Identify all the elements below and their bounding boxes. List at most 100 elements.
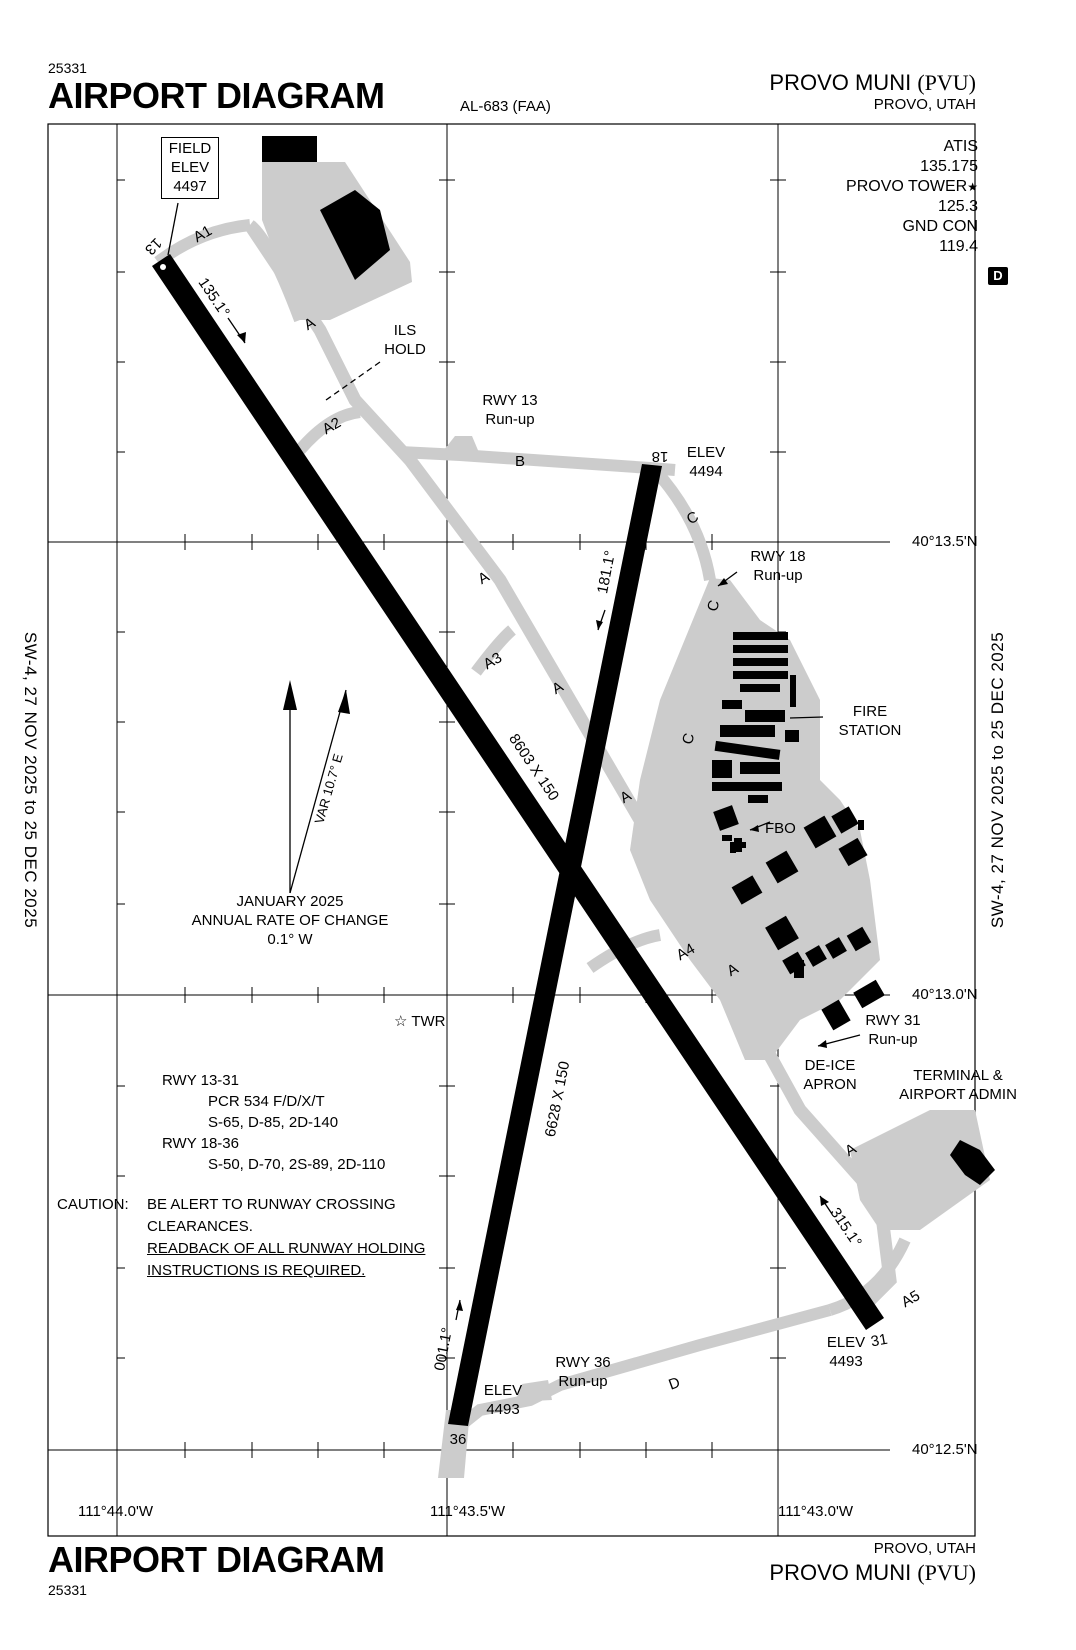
true-north-arrowhead bbox=[283, 680, 297, 710]
fire-station-line2: STATION bbox=[838, 721, 902, 739]
ils-hold-line1: ILS bbox=[393, 322, 417, 339]
footer-airport-id: (PVU) bbox=[917, 1560, 976, 1585]
taxiway-c-north bbox=[650, 465, 716, 582]
pcr-rwy-18-36-weights: S-50, D-70, 2S-89, 2D-110 bbox=[208, 1156, 386, 1173]
latitude-middle: 40°13.0'N bbox=[912, 986, 978, 1003]
longitude-west: 111°44.0'W bbox=[78, 1503, 154, 1520]
ils-hold-label: ILS HOLD bbox=[360, 322, 450, 360]
terminal-apron bbox=[850, 1110, 990, 1230]
rwy18-runup-arrowhead bbox=[718, 578, 728, 586]
taxiway-a3-label: A3 bbox=[481, 649, 505, 673]
taxiway-a5-label: A5 bbox=[899, 1287, 923, 1311]
taxiway-d-label: D bbox=[666, 1374, 682, 1394]
taxiway-a-north bbox=[244, 221, 897, 1315]
chart-title: AIRPORT DIAGRAM bbox=[48, 75, 385, 116]
terminal-building bbox=[950, 1140, 995, 1185]
latitude-south: 40°12.5'N bbox=[912, 1441, 978, 1458]
hdg-181-label: 181.1° bbox=[594, 549, 619, 595]
terminal-line1: TERMINAL & bbox=[913, 1067, 1003, 1084]
taxiway-a1-label: A1 bbox=[191, 222, 215, 246]
field-elev-leader bbox=[167, 202, 179, 256]
rwy36-runup-line1: RWY 36 bbox=[555, 1354, 611, 1371]
magnetic-variation-note: JANUARY 2025 ANNUAL RATE OF CHANGE 0.1° … bbox=[180, 893, 400, 949]
pcr-block: RWY 13-31 PCR 534 F/D/X/T S-65, D-85, 2D… bbox=[162, 1070, 385, 1175]
tower-marker: ☆ TWR bbox=[394, 1012, 446, 1030]
field-elev-marker bbox=[160, 264, 166, 270]
annotations-lines bbox=[167, 202, 861, 1321]
fire-station-line1: FIRE bbox=[852, 703, 888, 720]
footer-city: PROVO, UTAH bbox=[873, 1540, 976, 1557]
rwy18-runup-label: RWY 18 Run-up bbox=[733, 548, 823, 586]
runway-18-36-dims: 6628 X 150 bbox=[542, 1060, 573, 1139]
taxiway-a2-label: A2 bbox=[320, 414, 344, 438]
caution-line3: READBACK OF ALL RUNWAY HOLDING bbox=[147, 1240, 426, 1257]
fbo-symbol bbox=[730, 838, 746, 852]
tower-star-icon: ★ bbox=[967, 180, 978, 194]
caution-line1: BE ALERT TO RUNWAY CROSSING bbox=[147, 1196, 396, 1213]
mag-line3: 0.1° W bbox=[267, 930, 313, 948]
pcr-rwy-13-31-weights: S-65, D-85, 2D-140 bbox=[208, 1114, 339, 1131]
pcr-rwy-13-31-value: PCR 534 F/D/X/T bbox=[208, 1093, 325, 1110]
runway-18-label: 18 bbox=[652, 448, 669, 465]
footer-airport-name-text: PROVO MUNI bbox=[769, 1560, 912, 1585]
airport-name: PROVO MUNI (PVU) bbox=[769, 70, 976, 96]
airspace-class-d-badge: D bbox=[988, 267, 1008, 285]
tower-line: PROVO TOWER★ bbox=[846, 177, 978, 197]
runway-13-31 bbox=[152, 254, 884, 1330]
variation-label: VAR 10.7° E bbox=[312, 752, 346, 826]
rwy18-runup-line1: RWY 18 bbox=[750, 548, 806, 565]
rwy36-elev-value: 4493 bbox=[486, 1400, 520, 1418]
tower-label: PROVO TOWER bbox=[846, 178, 968, 195]
tower-label: TWR bbox=[411, 1013, 446, 1030]
rwy13-runup-line1: RWY 13 bbox=[482, 392, 538, 409]
rwy36-runup-line2: Run-up bbox=[558, 1372, 608, 1390]
ground-label: GND CON bbox=[902, 218, 978, 235]
rwy31-elev-label: ELEV bbox=[826, 1334, 866, 1351]
rwy36-elev-label: ELEV bbox=[483, 1382, 523, 1399]
fire-station-label: FIRE STATION bbox=[825, 703, 915, 741]
taxiway-a1 bbox=[154, 219, 251, 267]
terminal-line2: AIRPORT ADMIN bbox=[899, 1085, 1017, 1103]
taxiway-c-label-2: C bbox=[704, 598, 723, 613]
pcr-rwy-13-31: RWY 13-31 bbox=[162, 1072, 239, 1089]
caution-prefix: CAUTION: bbox=[57, 1196, 129, 1213]
field-elev-line2: ELEV bbox=[170, 158, 210, 176]
rwy36-runup-label: RWY 36 Run-up bbox=[538, 1354, 628, 1392]
footer-airport-name: PROVO MUNI (PVU) bbox=[769, 1560, 976, 1586]
east-apron bbox=[630, 578, 880, 1060]
magnetic-north-arrowhead bbox=[338, 690, 350, 714]
rwy36-runup-pad bbox=[515, 1380, 552, 1402]
atis-frequency: 135.175 bbox=[920, 158, 978, 175]
taxiway-a4-label: A4 bbox=[674, 940, 698, 964]
field-elev-line1: FIELD bbox=[168, 140, 212, 157]
rwy31-runup-line1: RWY 31 bbox=[865, 1012, 921, 1029]
buildings bbox=[262, 136, 995, 1185]
field-elev-value: 4497 bbox=[173, 177, 207, 195]
footer-title: AIRPORT DIAGRAM bbox=[48, 1539, 385, 1580]
rwy31-runup-label: RWY 31 Run-up bbox=[848, 1012, 938, 1050]
caution-line4: INSTRUCTIONS IS REQUIRED. bbox=[147, 1262, 366, 1279]
mag-line2: ANNUAL RATE OF CHANGE bbox=[191, 911, 389, 929]
airport-name-text: PROVO MUNI bbox=[769, 70, 912, 95]
rwy31-runup-line2: Run-up bbox=[868, 1030, 918, 1048]
chart-number: AL-683 (FAA) bbox=[460, 98, 551, 115]
taxiway-c-label-3: C bbox=[679, 731, 698, 746]
footer-code: 25331 bbox=[48, 1582, 87, 1598]
rwy31-runup-arrowhead bbox=[818, 1040, 827, 1048]
magnetic-north-line bbox=[289, 689, 347, 894]
longitude-middle: 111°43.5'W bbox=[430, 1503, 506, 1520]
caution-body: BE ALERT TO RUNWAY CROSSING CLEARANCES. … bbox=[147, 1194, 425, 1282]
fbo-arrowhead bbox=[750, 825, 759, 832]
deice-apron-label: DE-ICE APRON bbox=[790, 1057, 870, 1095]
taxiway-a2 bbox=[295, 406, 361, 454]
deice-line1: DE-ICE bbox=[804, 1057, 856, 1074]
ground-frequency: 119.4 bbox=[939, 238, 978, 255]
caution-line2: CLEARANCES. bbox=[147, 1218, 253, 1235]
ils-hold-line bbox=[325, 361, 381, 401]
hdg-001-label: 001.1° bbox=[431, 1326, 456, 1372]
runway-36-label: 36 bbox=[450, 1431, 467, 1448]
chart-code: 25331 bbox=[48, 60, 87, 76]
pcr-rwy-18-36: RWY 18-36 bbox=[162, 1135, 239, 1152]
tower-star-icon: ☆ bbox=[394, 1013, 408, 1030]
